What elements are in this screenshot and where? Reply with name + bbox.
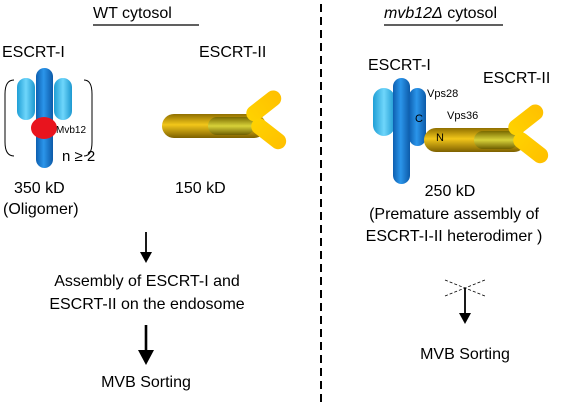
right-escrt1-core-rod [393, 78, 410, 184]
right-vps28-arm [409, 88, 426, 146]
left-oligomer-bracket-left [4, 79, 15, 157]
left-escrt2-complex [162, 90, 287, 150]
left-mvb12-label: Mvb12 [56, 125, 87, 136]
left-escrt2-mass: 150 kD [175, 180, 226, 197]
left-escrt2-band [208, 117, 254, 135]
right-header: mvb12Δ cytosol [384, 5, 497, 23]
right-arrow [459, 288, 471, 324]
right-note-line2: ESCRT-I-II heterodimer ) [365, 228, 543, 245]
right-escrt1-complex [373, 78, 426, 184]
left-escrt1-complex [4, 68, 93, 168]
right-n-terminus-label: N [436, 132, 444, 144]
left-step2: MVB Sorting [101, 374, 191, 391]
left-arrow-1 [140, 232, 152, 263]
left-escrt1-light-arm-right [54, 78, 72, 120]
left-escrt1-light-arm-left [17, 78, 35, 120]
left-step1-line1: Assembly of ESCRT-I and [54, 273, 240, 290]
right-header-delta: Δ [432, 5, 443, 22]
right-escrt2-label: ESCRT-II [483, 70, 551, 87]
right-vps36-label: Vps36 [447, 110, 479, 122]
right-header-suffix: cytosol [442, 5, 498, 22]
right-escrt2-band [474, 131, 518, 149]
right-escrt2-arm-lower [513, 132, 549, 164]
right-note-line1: (Premature assembly of [369, 206, 539, 223]
right-header-gene: mvb12 [384, 5, 433, 22]
right-escrt2-arm-upper [508, 104, 544, 136]
left-escrt2-label: ESCRT-II [199, 44, 267, 61]
right-vps28-label: Vps28 [427, 88, 459, 100]
left-oligomer-bracket-right [83, 79, 93, 157]
left-escrt1-label: ESCRT-I [2, 44, 65, 61]
left-escrt2-arm-upper [246, 90, 282, 122]
left-step1-line2: ESCRT-II on the endosome [49, 296, 245, 313]
left-header: WT cytosol [93, 5, 172, 22]
right-escrt1-label: ESCRT-I [368, 57, 431, 74]
right-c-terminus-label: C [415, 113, 423, 125]
left-arrow-2 [138, 325, 154, 365]
left-mvb12-subunit [31, 117, 57, 139]
left-n-label: n ≥ 2 [62, 148, 96, 165]
left-escrt1-mass: 350 kD [14, 180, 65, 197]
right-escrt2-complex [424, 104, 549, 164]
right-mass: 250 kD [424, 183, 476, 200]
right-escrt1-light-arm [373, 88, 395, 136]
left-escrt1-note: (Oligomer) [3, 201, 79, 218]
right-step: MVB Sorting [420, 346, 510, 363]
left-escrt2-arm-lower [251, 118, 287, 150]
